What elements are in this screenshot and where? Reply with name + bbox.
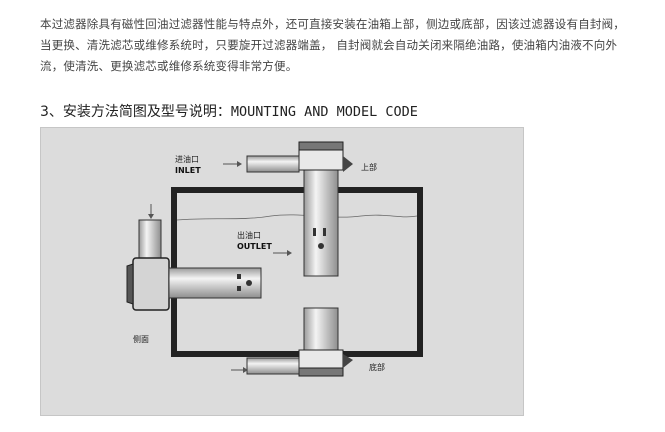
inlet-label-en: INLET xyxy=(175,166,201,175)
side-mount-label: 侧面 xyxy=(133,334,149,344)
section-heading-en: MOUNTING AND MODEL CODE xyxy=(230,104,418,120)
inlet-arrow xyxy=(223,161,242,167)
section-heading: 3、安装方法简图及型号说明：MOUNTING AND MODEL CODE xyxy=(40,101,418,121)
side-filter xyxy=(126,204,262,311)
bottom-filter xyxy=(231,307,353,377)
top-mount-label: 上部 xyxy=(361,162,377,172)
outlet-label-cn: 出油口 xyxy=(237,230,261,240)
section-heading-cn: 3、安装方法简图及型号说明： xyxy=(40,104,231,120)
top-filter xyxy=(246,141,353,277)
intro-line: 当更换、清洗滤芯或维修系统时，只要旋开过滤器端盖， 自封阀就会自动关闭来隔绝油路… xyxy=(40,38,618,52)
outlet-arrow xyxy=(273,250,292,256)
bottom-mount-label: 底部 xyxy=(369,362,385,372)
intro-line: 流，使清洗、更换滤芯或维修系统变得非常方便。 xyxy=(40,59,298,73)
inlet-label-cn: 进油口 xyxy=(175,154,199,164)
outlet-label-en: OUTLET xyxy=(237,242,272,251)
intro-line: 本过滤器除具有磁性回油过滤器性能与特点外，还可直接安装在油箱上部，侧边或底部，因… xyxy=(40,17,625,31)
intro-paragraph: 本过滤器除具有磁性回油过滤器性能与特点外，还可直接安装在油箱上部，侧边或底部，因… xyxy=(40,14,640,77)
mounting-diagram: 进油口 INLET 出油口 OUTLET 上部 侧面 底部 xyxy=(40,127,524,416)
